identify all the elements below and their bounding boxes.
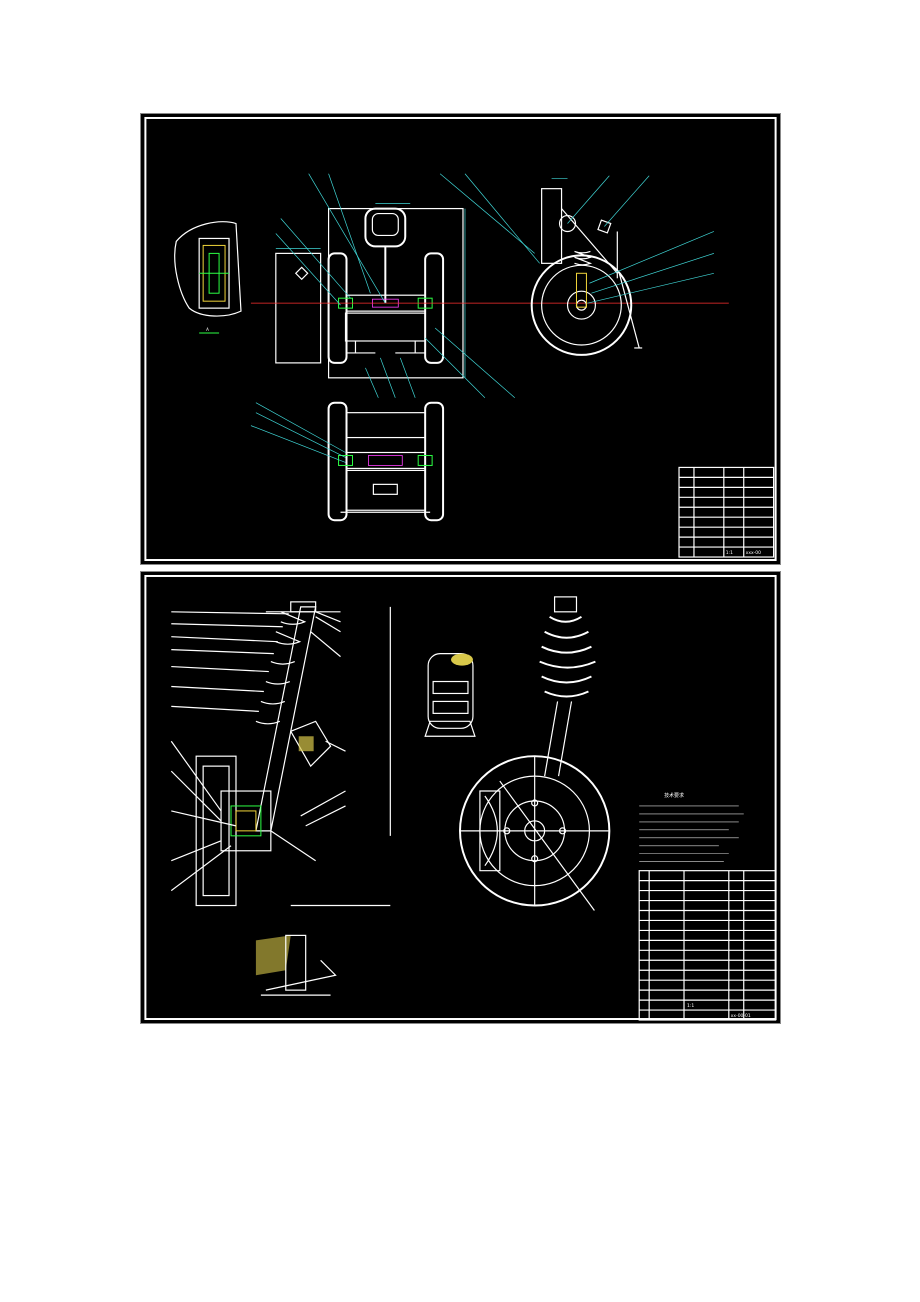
drawing-sheet-1: A	[140, 113, 781, 565]
side-view	[530, 178, 643, 356]
scale-value: 1:1	[687, 1003, 694, 1009]
parts-list-title-block: 1:1 xx-00-01	[638, 870, 777, 1021]
suspension-drawing-canvas: 技术要求 1:1 xx-00-01	[144, 574, 777, 1021]
drawing-sheet-2: 技术要求 1:1 xx-00-01	[140, 571, 781, 1024]
svg-text:A: A	[206, 327, 209, 332]
top-view	[250, 203, 729, 379]
assembly-drawing-canvas: A	[144, 116, 777, 562]
drawing-number: xx-00-01	[731, 1013, 751, 1019]
leader-lines-left	[170, 611, 346, 892]
detail-view: A	[174, 221, 242, 334]
strut-section-view	[195, 601, 391, 907]
section-detail-bottom	[255, 934, 337, 996]
drawing-frame	[144, 574, 777, 1021]
scale-value: 1:1	[726, 550, 733, 556]
wheel-assembly-view	[459, 596, 611, 911]
technical-requirements-title: 技术要求	[664, 792, 684, 799]
drawing-number: xxx-00	[746, 550, 761, 556]
section-detail-top	[424, 653, 476, 737]
drawing-frame	[144, 116, 777, 562]
bottom-view	[327, 401, 445, 522]
technical-requirements: 技术要求	[639, 792, 744, 863]
title-block: 1:1 xxx-00	[678, 466, 775, 558]
leader-lines	[250, 173, 715, 463]
